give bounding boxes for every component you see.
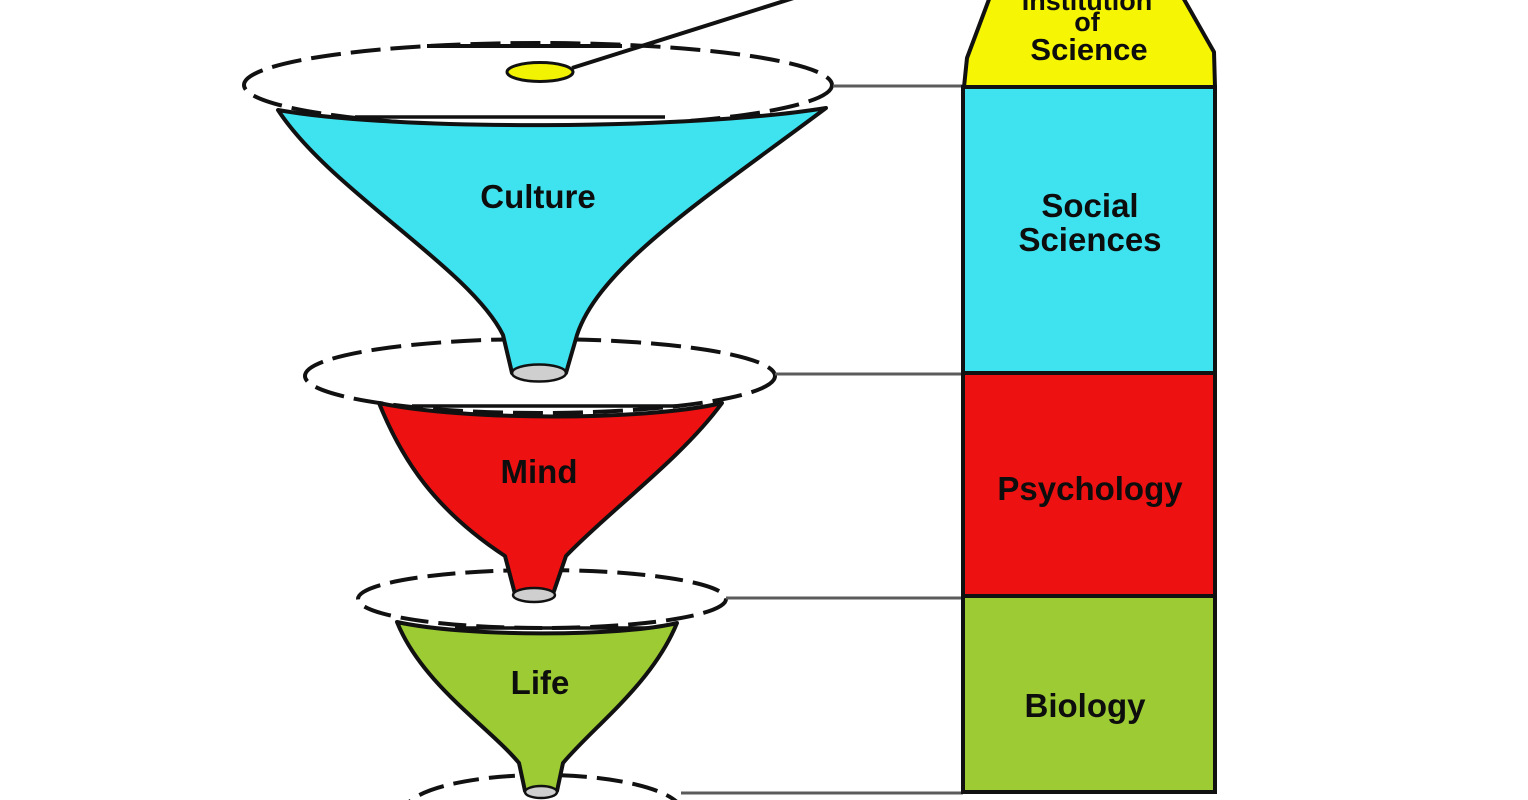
institution-pointer-line: [571, 0, 794, 70]
institution-label-line2: of: [1074, 7, 1100, 37]
mind-label: Mind: [501, 453, 578, 490]
social-sciences-box: [961, 85, 1217, 375]
social-sciences-label-line2: Sciences: [1018, 221, 1161, 258]
institution-dot: [505, 61, 575, 83]
life-neck-opening: [523, 784, 559, 800]
institution-label-line1: Institution: [1022, 0, 1152, 16]
culture-rim-ellipse: [242, 41, 834, 129]
psychology-label: Psychology: [997, 470, 1183, 507]
life-label: Life: [511, 664, 570, 701]
culture-neck-opening: [510, 363, 568, 383]
mind-neck-opening: [511, 586, 557, 604]
biology-box: [961, 594, 1217, 794]
social-sciences-label-line1: Social: [1041, 187, 1138, 224]
culture-funnel: [276, 106, 828, 375]
life-funnel: [395, 620, 679, 793]
mind-funnel: [377, 401, 724, 596]
psychology-box: [961, 371, 1217, 598]
culture-label: Culture: [480, 178, 596, 215]
biology-label: Biology: [1025, 687, 1147, 724]
institution-label-line3: Science: [1030, 32, 1147, 67]
